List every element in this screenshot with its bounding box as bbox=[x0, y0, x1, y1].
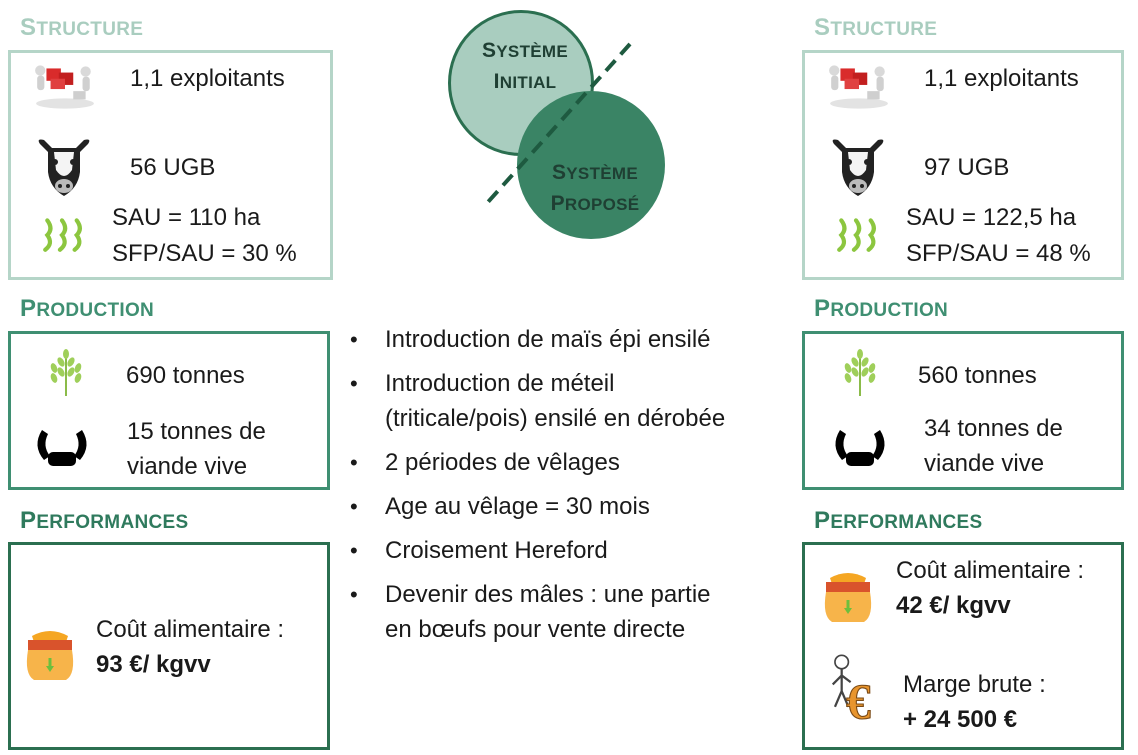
left-viande-line1: 15 tonnes de bbox=[127, 418, 266, 445]
left-structure-title: STRUCTURE bbox=[20, 14, 144, 41]
initial-system-label: SYSTÈME INITIAL bbox=[481, 39, 568, 93]
cow-head-icon bbox=[832, 139, 884, 196]
proposed-system-circle bbox=[517, 91, 665, 239]
right-production-box bbox=[802, 331, 1124, 490]
grass-icon bbox=[832, 212, 880, 254]
left-sau: SAU = 110 ha bbox=[112, 204, 261, 231]
cow-head-icon bbox=[38, 139, 90, 196]
list-item: •2 périodes de vêlages bbox=[350, 449, 620, 476]
list-item: •Introduction de maïs épi ensilé bbox=[350, 326, 711, 353]
left-production-title: PRODUCTION bbox=[20, 295, 155, 322]
right-cout-value: 42 €/ kgvv bbox=[896, 592, 1011, 619]
right-structure-title: STRUCTURE bbox=[814, 14, 938, 41]
right-structure-box bbox=[802, 50, 1124, 280]
left-structure-box bbox=[8, 50, 333, 280]
list-item: •Age au vêlage = 30 mois bbox=[350, 493, 650, 520]
right-performances-title: PERFORMANCES bbox=[814, 507, 983, 534]
right-cout-label: Coût alimentaire : bbox=[896, 557, 1085, 584]
wheat-icon bbox=[843, 349, 877, 396]
people-puzzle-icon bbox=[35, 65, 94, 109]
list-item: •Croisement Hereford bbox=[350, 537, 608, 564]
left-sfp: SFP/SAU = 30 % bbox=[112, 240, 297, 267]
people-puzzle-icon bbox=[829, 65, 888, 109]
right-sau: SAU = 122,5 ha bbox=[906, 204, 1077, 231]
bull-horns-icon bbox=[37, 430, 87, 466]
left-performances-title: PERFORMANCES bbox=[20, 507, 189, 534]
left-tonnes: 690 tonnes bbox=[126, 362, 245, 389]
left-ugb: 56 UGB bbox=[130, 154, 216, 181]
euro-figure-icon bbox=[831, 654, 873, 730]
right-tonnes: 560 tonnes bbox=[918, 362, 1037, 389]
feed-bag-icon bbox=[823, 571, 873, 624]
feed-bag-icon bbox=[25, 629, 75, 682]
right-exploitants: 1,1 exploitants bbox=[924, 65, 1079, 92]
left-cout-value: 93 €/ kgvv bbox=[96, 651, 211, 678]
divider-dashed-line bbox=[486, 42, 632, 204]
proposed-system-label: SYSTÈME PROPOSÉ bbox=[550, 161, 640, 215]
right-marge-value: + 24 500 € bbox=[903, 706, 1018, 733]
wheat-icon bbox=[49, 349, 83, 396]
left-viande-line2: viande vive bbox=[127, 453, 248, 480]
right-production-title: PRODUCTION bbox=[814, 295, 949, 322]
left-cout-label: Coût alimentaire : bbox=[96, 616, 285, 643]
right-viande-line2: viande vive bbox=[924, 450, 1045, 477]
right-viande-line1: 34 tonnes de bbox=[924, 415, 1063, 442]
right-sfp: SFP/SAU = 48 % bbox=[906, 240, 1091, 267]
left-exploitants: 1,1 exploitants bbox=[130, 65, 285, 92]
changes-list: •Introduction de maïs épi ensilé •Introd… bbox=[347, 322, 797, 656]
bull-horns-icon bbox=[835, 430, 885, 466]
right-ugb: 97 UGB bbox=[924, 154, 1010, 181]
left-performances-box bbox=[8, 542, 330, 750]
right-marge-label: Marge brute : bbox=[903, 671, 1046, 698]
list-item: •Introduction de méteil(triticale/pois) … bbox=[350, 370, 726, 432]
left-production-box bbox=[8, 331, 330, 490]
grass-icon bbox=[38, 212, 86, 254]
right-performances-box bbox=[802, 542, 1124, 750]
